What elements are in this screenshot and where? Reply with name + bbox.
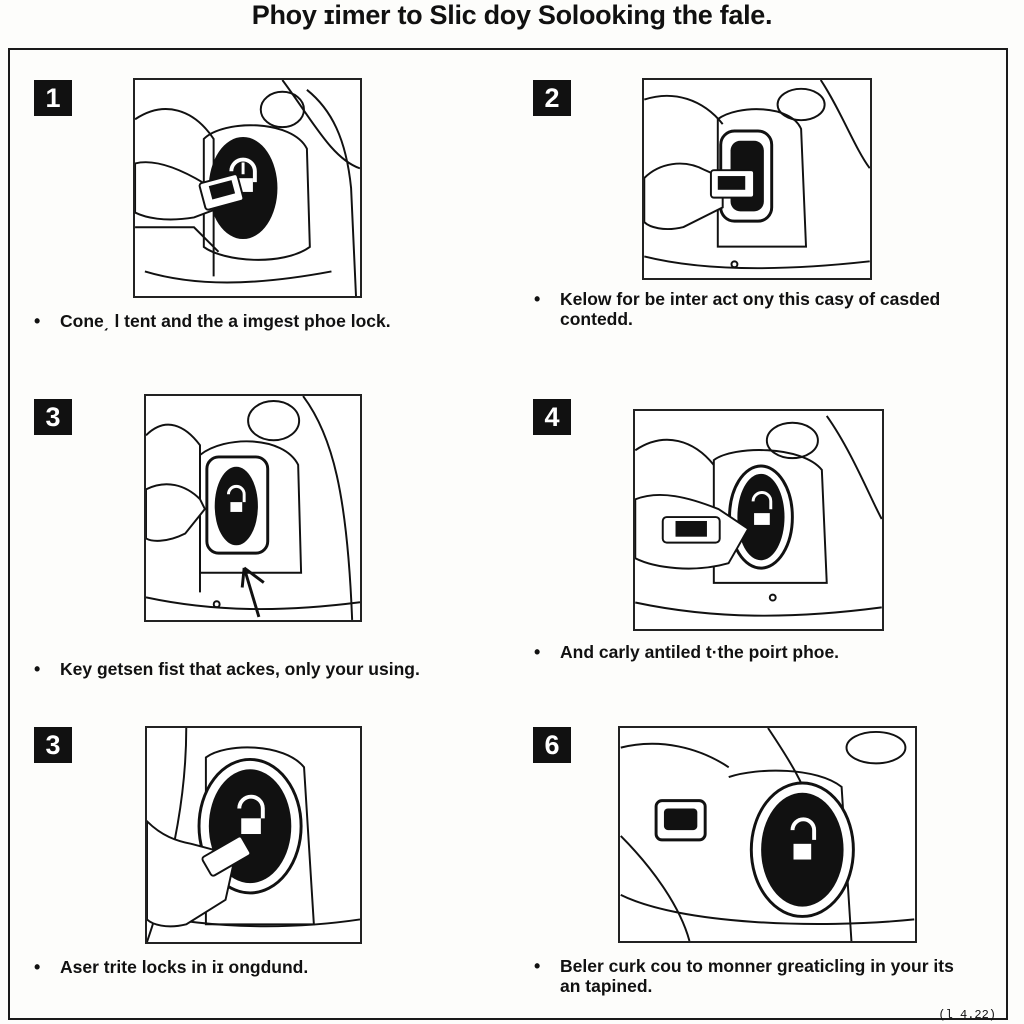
step-caption: • And carly antiled t·the poirt phoe. (534, 642, 840, 662)
step-illustration (145, 726, 362, 944)
car-fob-illustration (620, 728, 915, 941)
car-fob-illustration (146, 396, 360, 620)
step-caption: • Cone͵ l tent and the a imgest phoe loc… (34, 311, 391, 331)
lock-icon (728, 464, 794, 570)
hand-icon (135, 161, 245, 221)
step-illustration (642, 78, 872, 280)
step-illustration (633, 409, 884, 631)
step-number-badge: 1 (34, 80, 72, 116)
hand-icon (644, 162, 756, 231)
step-illustration (144, 394, 362, 622)
car-fob-illustration (135, 80, 360, 296)
instruction-frame (8, 48, 1008, 1020)
step-number-badge: 6 (533, 727, 571, 763)
car-fob-illustration (147, 728, 360, 942)
page-footer-code: (l 4.22) (938, 1008, 996, 1022)
page-title: Phoy ɪimer to Slic doy Solooking the fal… (251, 0, 773, 30)
hand-icon (146, 483, 207, 542)
car-fob-illustration (644, 80, 870, 270)
step-caption: • Key getsen fist that ackes, only your … (34, 659, 420, 679)
lock-icon (205, 455, 270, 555)
step-illustration (133, 78, 362, 298)
hand-icon (147, 819, 252, 928)
key-fob-icon (201, 835, 252, 877)
step-caption: • Aser trite locks in iɪ ongdund. (34, 957, 309, 977)
step-caption: • Beler curk cou to monner greaticling i… (534, 956, 954, 996)
hand-icon (635, 493, 750, 570)
lock-icon (749, 781, 855, 918)
step-number-badge: 3 (34, 399, 72, 435)
car-fob-illustration (635, 415, 882, 617)
step-number-badge: 4 (533, 399, 571, 435)
step-caption: • Kelow for be inter act ony this casy o… (534, 289, 941, 329)
arrow-icon (240, 566, 265, 618)
step-number-badge: 3 (34, 727, 72, 763)
step-number-badge: 2 (533, 80, 571, 116)
step-illustration (618, 726, 917, 943)
key-fob-icon (654, 799, 707, 842)
